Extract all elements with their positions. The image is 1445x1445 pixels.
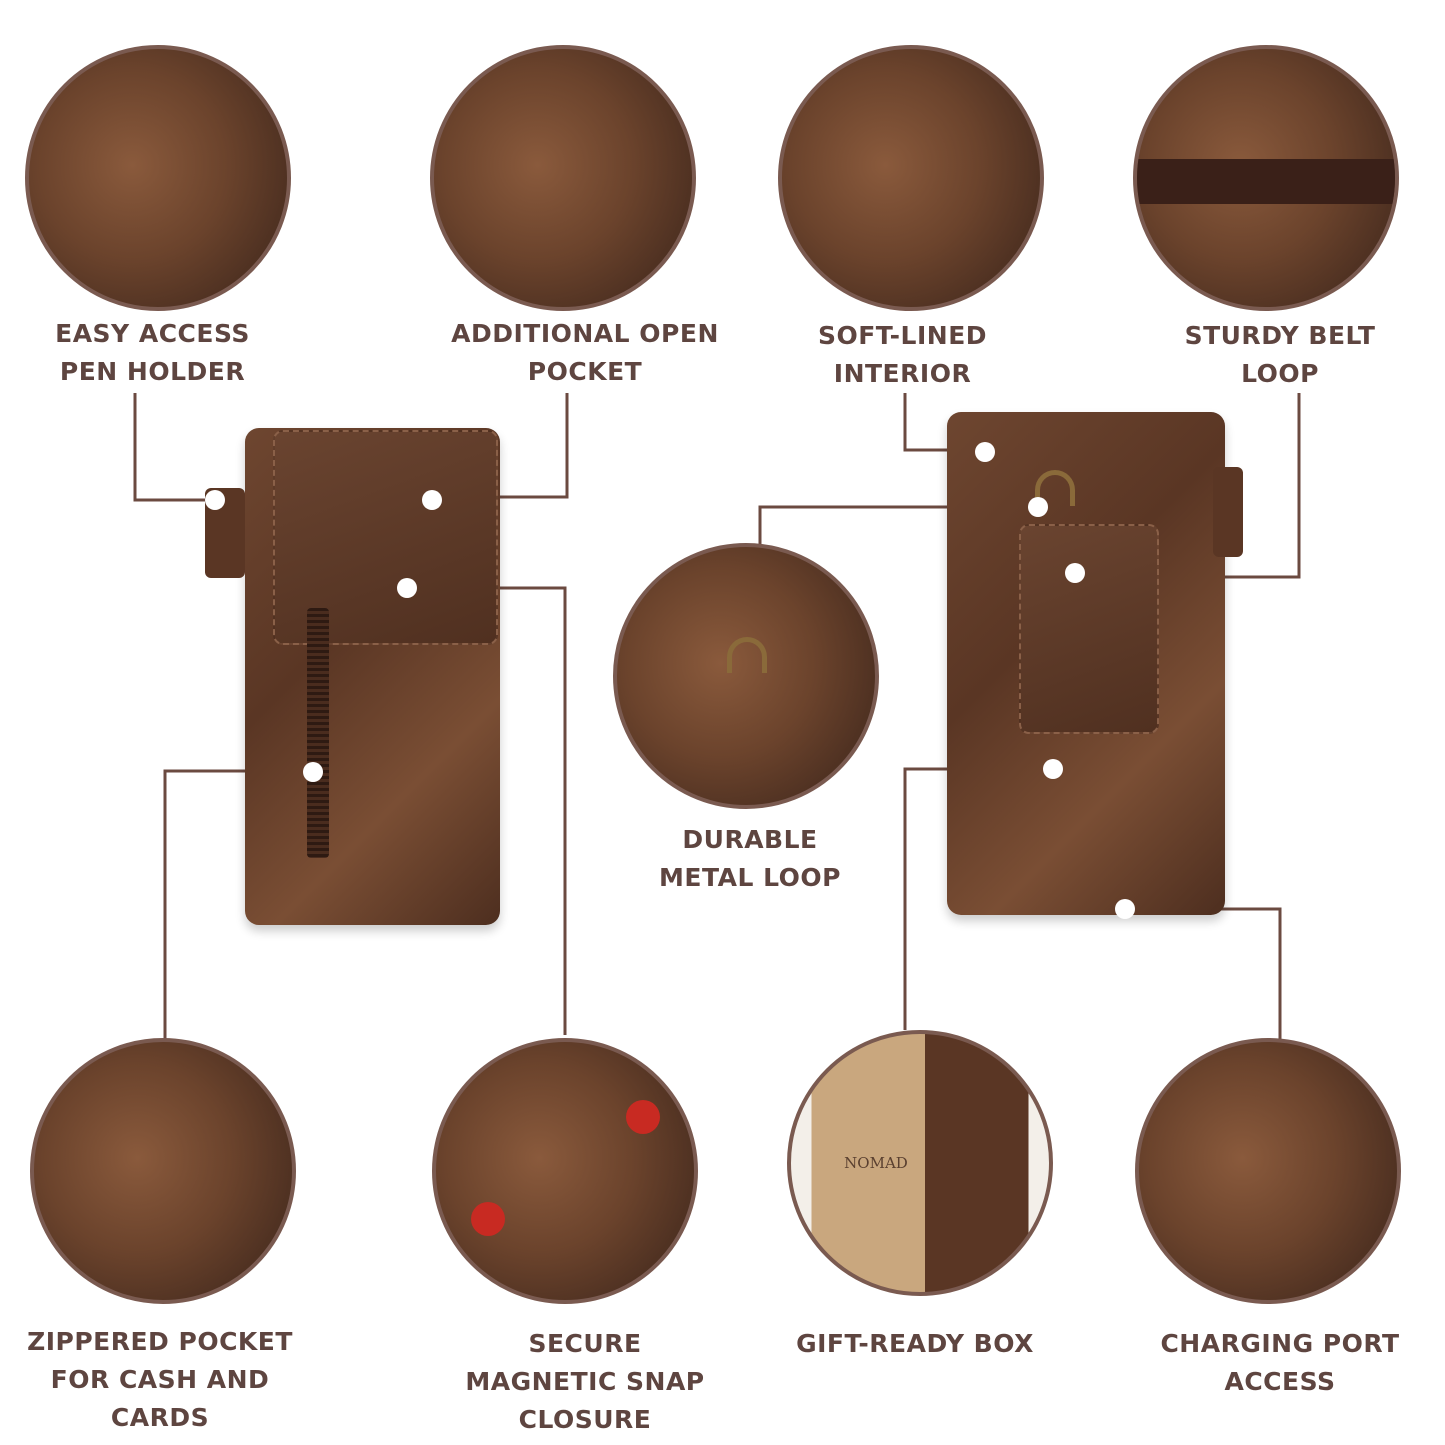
dot-belt-loop — [1065, 563, 1085, 583]
label-line: CHARGING PORT — [1160, 1329, 1400, 1358]
label-magnetic-snap: SECURE MAGNETIC SNAP CLOSURE — [430, 1325, 740, 1439]
metal-d-ring — [1035, 470, 1075, 506]
dot-metal-loop — [1028, 497, 1048, 517]
magnet-bottom — [471, 1202, 505, 1236]
label-line: SECURE — [528, 1329, 642, 1358]
dot-zippered-pocket — [303, 762, 323, 782]
side-loop — [1213, 467, 1243, 557]
label-gift-box: GIFT-READY BOX — [770, 1325, 1060, 1363]
brand-logo: NOMAD — [844, 1154, 908, 1172]
magnet-top — [626, 1100, 660, 1134]
metal-d-ring — [727, 637, 767, 673]
label-line: METAL LOOP — [659, 863, 841, 892]
label-open-pocket: ADDITIONAL OPEN POCKET — [420, 315, 750, 391]
dot-magnetic-snap — [397, 578, 417, 598]
label-line: STURDY BELT — [1184, 321, 1376, 350]
detail-circle-zippered-pocket — [30, 1038, 296, 1304]
dot-gift-box — [1043, 759, 1063, 779]
label-line: LOOP — [1241, 359, 1319, 388]
label-line: GIFT-READY BOX — [796, 1329, 1034, 1358]
label-line: MAGNETIC SNAP — [465, 1367, 705, 1396]
label-line: INTERIOR — [833, 359, 972, 388]
label-pen-holder: EASY ACCESS PEN HOLDER — [20, 315, 285, 391]
label-line: EASY ACCESS — [55, 319, 250, 348]
belt — [1137, 159, 1395, 204]
label-line: CARDS — [110, 1403, 210, 1432]
label-metal-loop: DURABLE METAL LOOP — [630, 821, 870, 897]
detail-circle-open-pocket — [430, 45, 696, 311]
detail-circle-magnetic-snap — [432, 1038, 698, 1304]
detail-circle-soft-lined — [778, 45, 1044, 311]
dot-soft-lined — [975, 442, 995, 462]
label-line: ZIPPERED POCKET — [27, 1327, 293, 1356]
label-line: FOR CASH AND — [50, 1365, 270, 1394]
detail-circle-gift-box: NOMAD — [787, 1030, 1053, 1296]
label-line: POCKET — [527, 357, 643, 386]
detail-circle-metal-loop — [613, 543, 879, 809]
detail-circle-charging-port — [1135, 1038, 1401, 1304]
label-soft-lined: SOFT-LINED INTERIOR — [780, 317, 1025, 393]
dot-open-pocket — [422, 490, 442, 510]
phone-holster-front-view — [205, 428, 500, 925]
label-zippered-pocket: ZIPPERED POCKET FOR CASH AND CARDS — [5, 1323, 315, 1437]
phone-holster-back-view — [947, 412, 1243, 915]
belt-loop-strap — [1019, 524, 1159, 734]
label-line: SOFT-LINED — [817, 321, 988, 350]
dot-charging-port — [1115, 899, 1135, 919]
zipper — [307, 608, 329, 858]
label-line: ADDITIONAL OPEN — [451, 319, 719, 348]
connector-metal-loop — [758, 505, 1038, 545]
dot-pen-holder — [205, 490, 225, 510]
label-line: PEN HOLDER — [59, 357, 246, 386]
detail-circle-belt-loop — [1133, 45, 1399, 311]
label-line: CLOSURE — [518, 1405, 652, 1434]
label-line: ACCESS — [1224, 1367, 1336, 1396]
connector-pen-holder — [133, 393, 215, 502]
label-line: DURABLE — [682, 825, 818, 854]
label-belt-loop: STURDY BELT LOOP — [1140, 317, 1420, 393]
detail-circle-pen-holder — [25, 45, 291, 311]
label-charging-port: CHARGING PORT ACCESS — [1130, 1325, 1430, 1401]
